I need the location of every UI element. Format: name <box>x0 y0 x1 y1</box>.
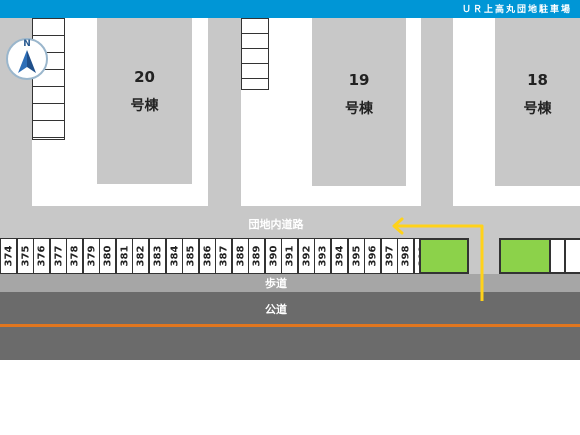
building-unit: 号棟 <box>523 101 552 117</box>
parking-stall[interactable]: 393 <box>314 238 331 274</box>
building-number: 18 <box>527 71 548 89</box>
parking-stall[interactable]: 391 <box>281 238 298 274</box>
stairs <box>241 18 269 90</box>
compass-north-label: N <box>23 39 31 49</box>
building-unit: 号棟 <box>130 98 159 114</box>
parking-stall[interactable]: 382 <box>132 238 149 274</box>
internal-road-label: 団地内道路 <box>248 218 304 231</box>
north-arrow-icon <box>18 50 36 73</box>
route-arrow-icon <box>392 217 484 301</box>
parking-stall[interactable]: 383 <box>149 238 166 274</box>
parking-stall[interactable]: 376 <box>33 238 50 274</box>
sidewalk <box>0 274 580 292</box>
building-18: 18 号棟 <box>495 18 580 186</box>
parking-stall[interactable]: 385 <box>182 238 199 274</box>
building-number: 20 <box>134 68 155 86</box>
building-19: 19 号棟 <box>312 18 406 186</box>
public-road-label: 公道 <box>265 303 287 316</box>
parking-stall[interactable]: 394 <box>331 238 348 274</box>
road-center-line <box>0 324 580 327</box>
parking-stall[interactable]: 398 <box>397 238 414 274</box>
header-bar: ＵＲ上高丸団地駐車場 <box>0 0 580 18</box>
parking-stall[interactable]: 378 <box>66 238 83 274</box>
parking-stall[interactable]: 374 <box>0 238 17 274</box>
building-number: 19 <box>348 71 370 89</box>
available-stall[interactable] <box>419 238 469 274</box>
building-20: 20 号棟 <box>97 18 192 184</box>
compass: N <box>6 38 48 80</box>
parking-stall[interactable]: 387 <box>215 238 232 274</box>
parking-stall[interactable]: 380 <box>99 238 116 274</box>
parking-stall[interactable] <box>564 238 580 274</box>
sidewalk-label: 歩道 <box>265 277 287 290</box>
parking-stall[interactable]: 396 <box>364 238 381 274</box>
parking-title: ＵＲ上高丸団地駐車場 <box>461 5 572 15</box>
available-stall[interactable] <box>499 238 551 274</box>
building-unit: 号棟 <box>345 101 373 117</box>
parking-stall[interactable]: 389 <box>248 238 265 274</box>
